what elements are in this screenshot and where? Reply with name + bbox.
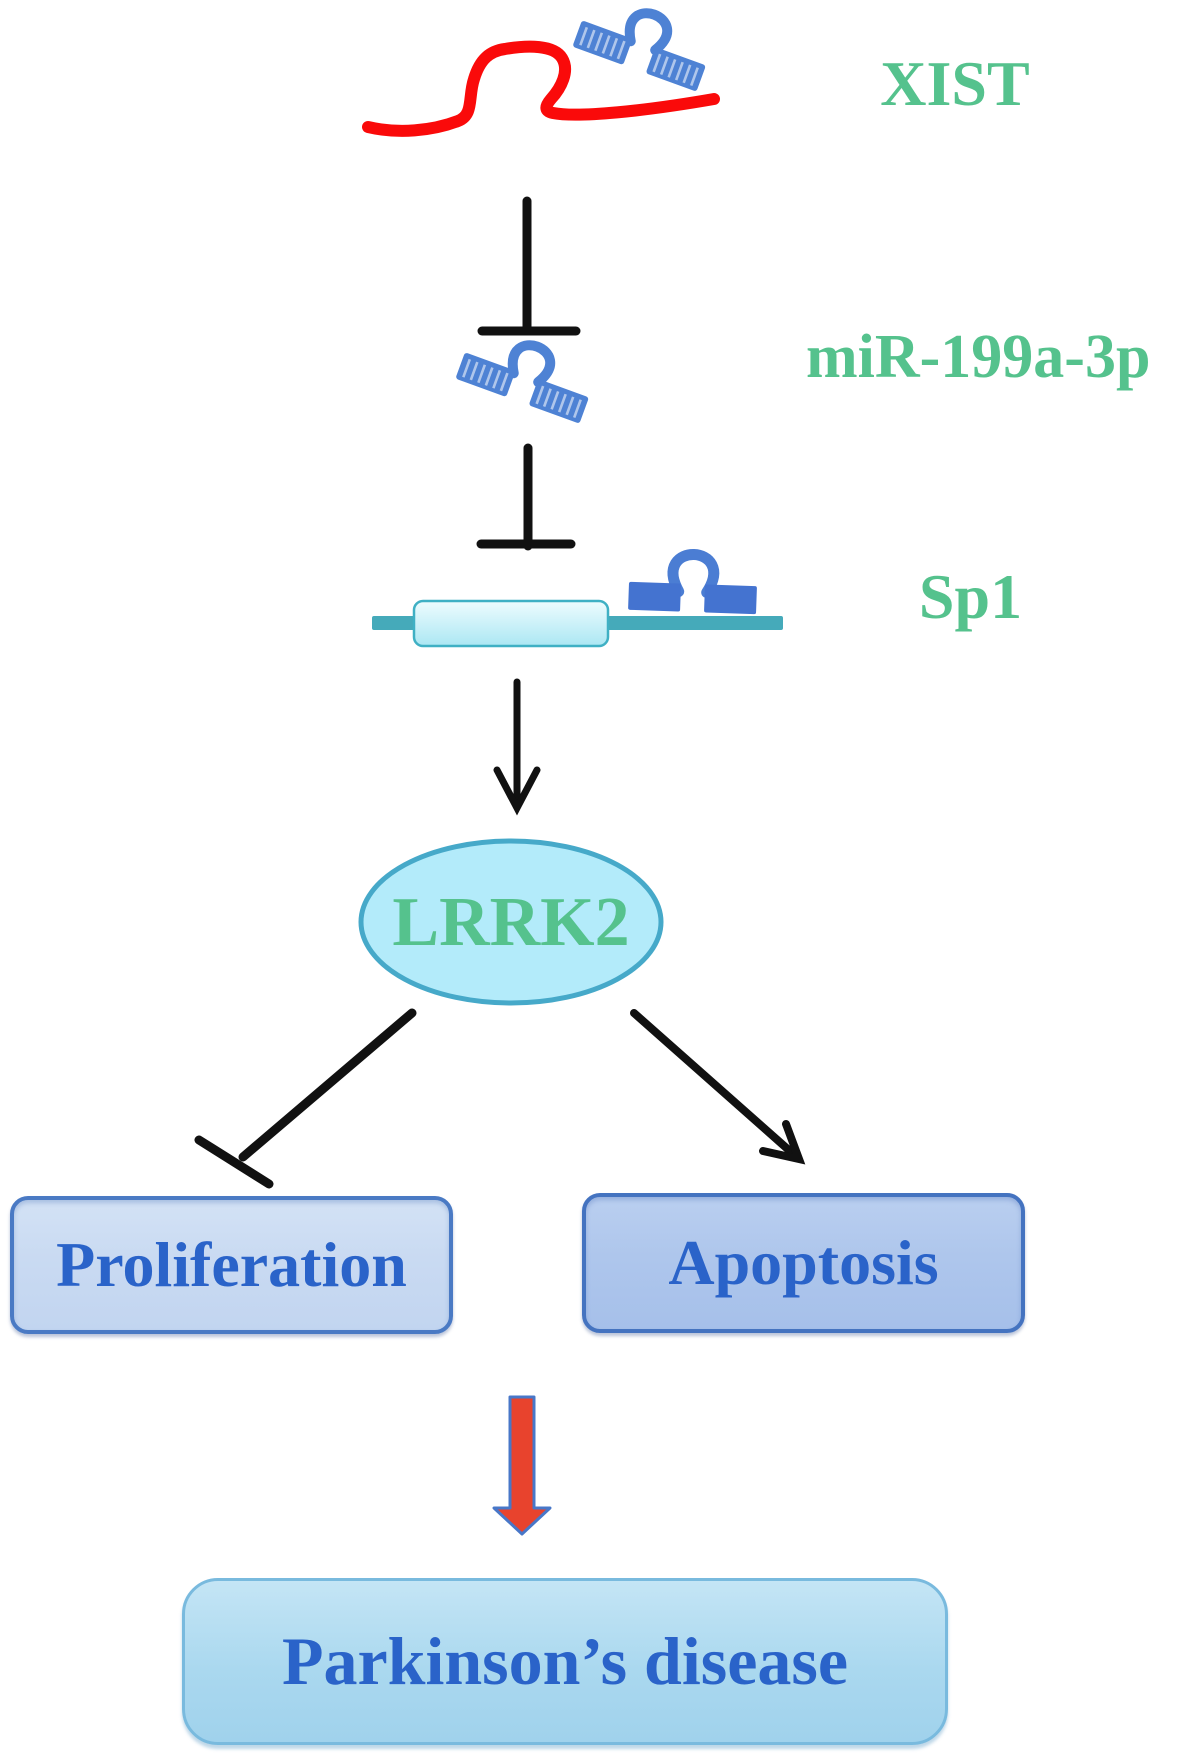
proliferation-label: Proliferation xyxy=(56,1229,407,1300)
red-block-arrow-icon xyxy=(492,1395,552,1536)
activation-arrow-sp1-to-lrrk2 xyxy=(493,678,541,816)
lrrk2-label: LRRK2 xyxy=(392,883,630,961)
parkinsons-disease-label: Parkinson’s disease xyxy=(281,1623,849,1699)
sp1-label: Sp1 xyxy=(918,561,1023,632)
sp1-bound-mirna-icon xyxy=(628,552,758,614)
inhibition-tbar-lrrk2-to-proliferation xyxy=(194,1008,417,1189)
apoptosis-label: Apoptosis xyxy=(668,1227,939,1298)
parkinsons-disease-box: Parkinson’s disease xyxy=(182,1578,948,1745)
xist-bound-mirna-icon xyxy=(572,0,716,92)
apoptosis-box: Apoptosis xyxy=(582,1193,1025,1333)
xist-label: XIST xyxy=(880,48,1030,119)
xist-lncrna-icon xyxy=(362,40,720,137)
inhibition-tbar-xist-to-mir xyxy=(477,196,581,336)
inhibition-tbar-mir-to-sp1 xyxy=(476,443,576,551)
mirna-hairpin-icon xyxy=(455,324,599,424)
mir-199a-3p-label: miR-199a-3p xyxy=(806,323,1151,391)
lrrk2-ellipse xyxy=(358,838,664,1006)
proliferation-box: Proliferation xyxy=(10,1196,453,1334)
sp1-mrna-icon xyxy=(372,599,783,648)
activation-arrow-lrrk2-to-apoptosis xyxy=(630,1009,806,1165)
